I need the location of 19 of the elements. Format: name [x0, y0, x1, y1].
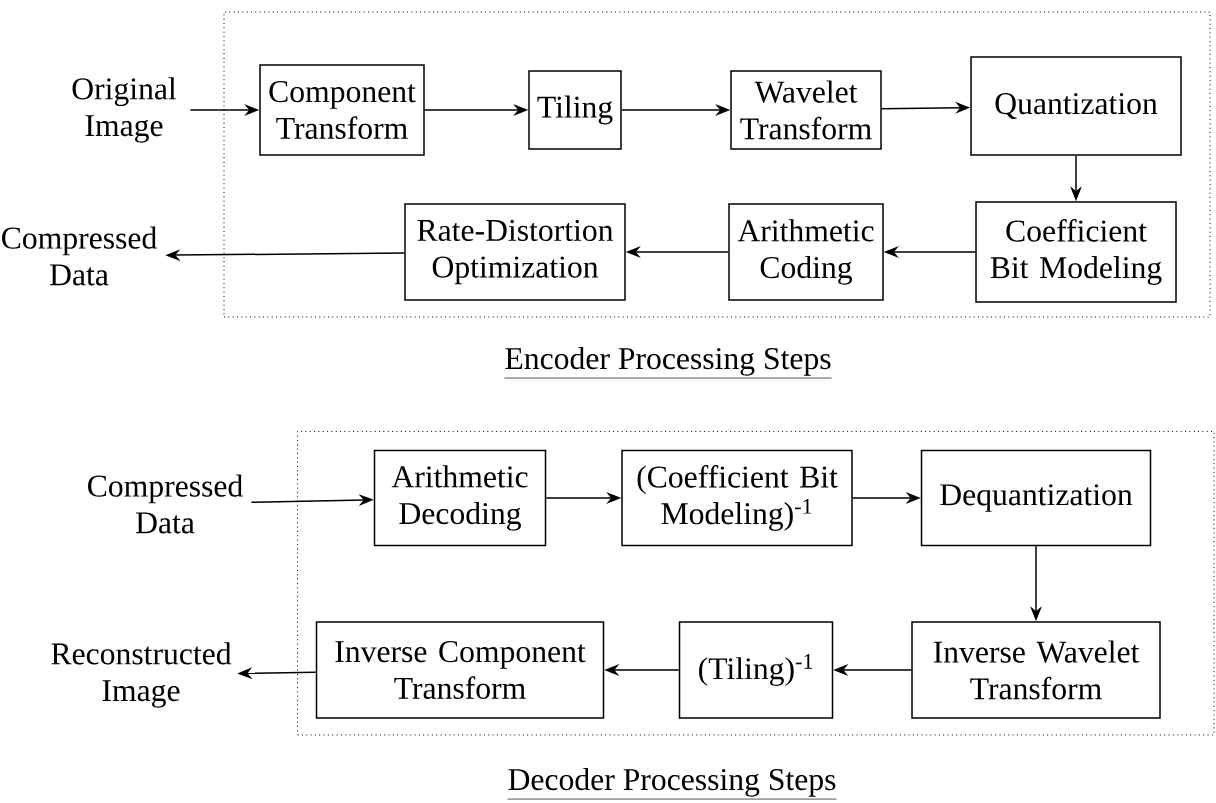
process-box: (Tiling)$^{-1}$	[678, 621, 834, 719]
process-box: Wavelet Transform	[730, 70, 882, 150]
process-box: Quantization	[970, 56, 1182, 156]
process-box: Inverse Component Transform	[315, 621, 605, 719]
label-text: Compressed Data	[2, 226, 157, 286]
group-label: Decoder Processing Steps	[507, 767, 837, 800]
process-box: (Coefficient Bit Modeling)$^{-1}$	[621, 449, 853, 547]
process-box: Tiling	[528, 70, 622, 150]
label-text: Original Image	[72, 77, 177, 143]
process-box: Arithmetic Coding	[728, 203, 884, 301]
label-text: Reconstructed Image	[51, 642, 232, 708]
process-box: Dequantization	[920, 449, 1152, 547]
label-text: Compressed Data	[88, 474, 243, 534]
process-box: Coefficient Bit Modeling	[975, 201, 1177, 303]
process-box: Inverse Wavelet Transform	[911, 621, 1161, 719]
group-label: Encoder Processing Steps	[504, 346, 832, 379]
process-box: Component Transform	[259, 64, 425, 156]
process-box: Rate-Distortion Optimization	[404, 203, 626, 301]
process-box: Arithmetic Decoding	[373, 449, 547, 547]
